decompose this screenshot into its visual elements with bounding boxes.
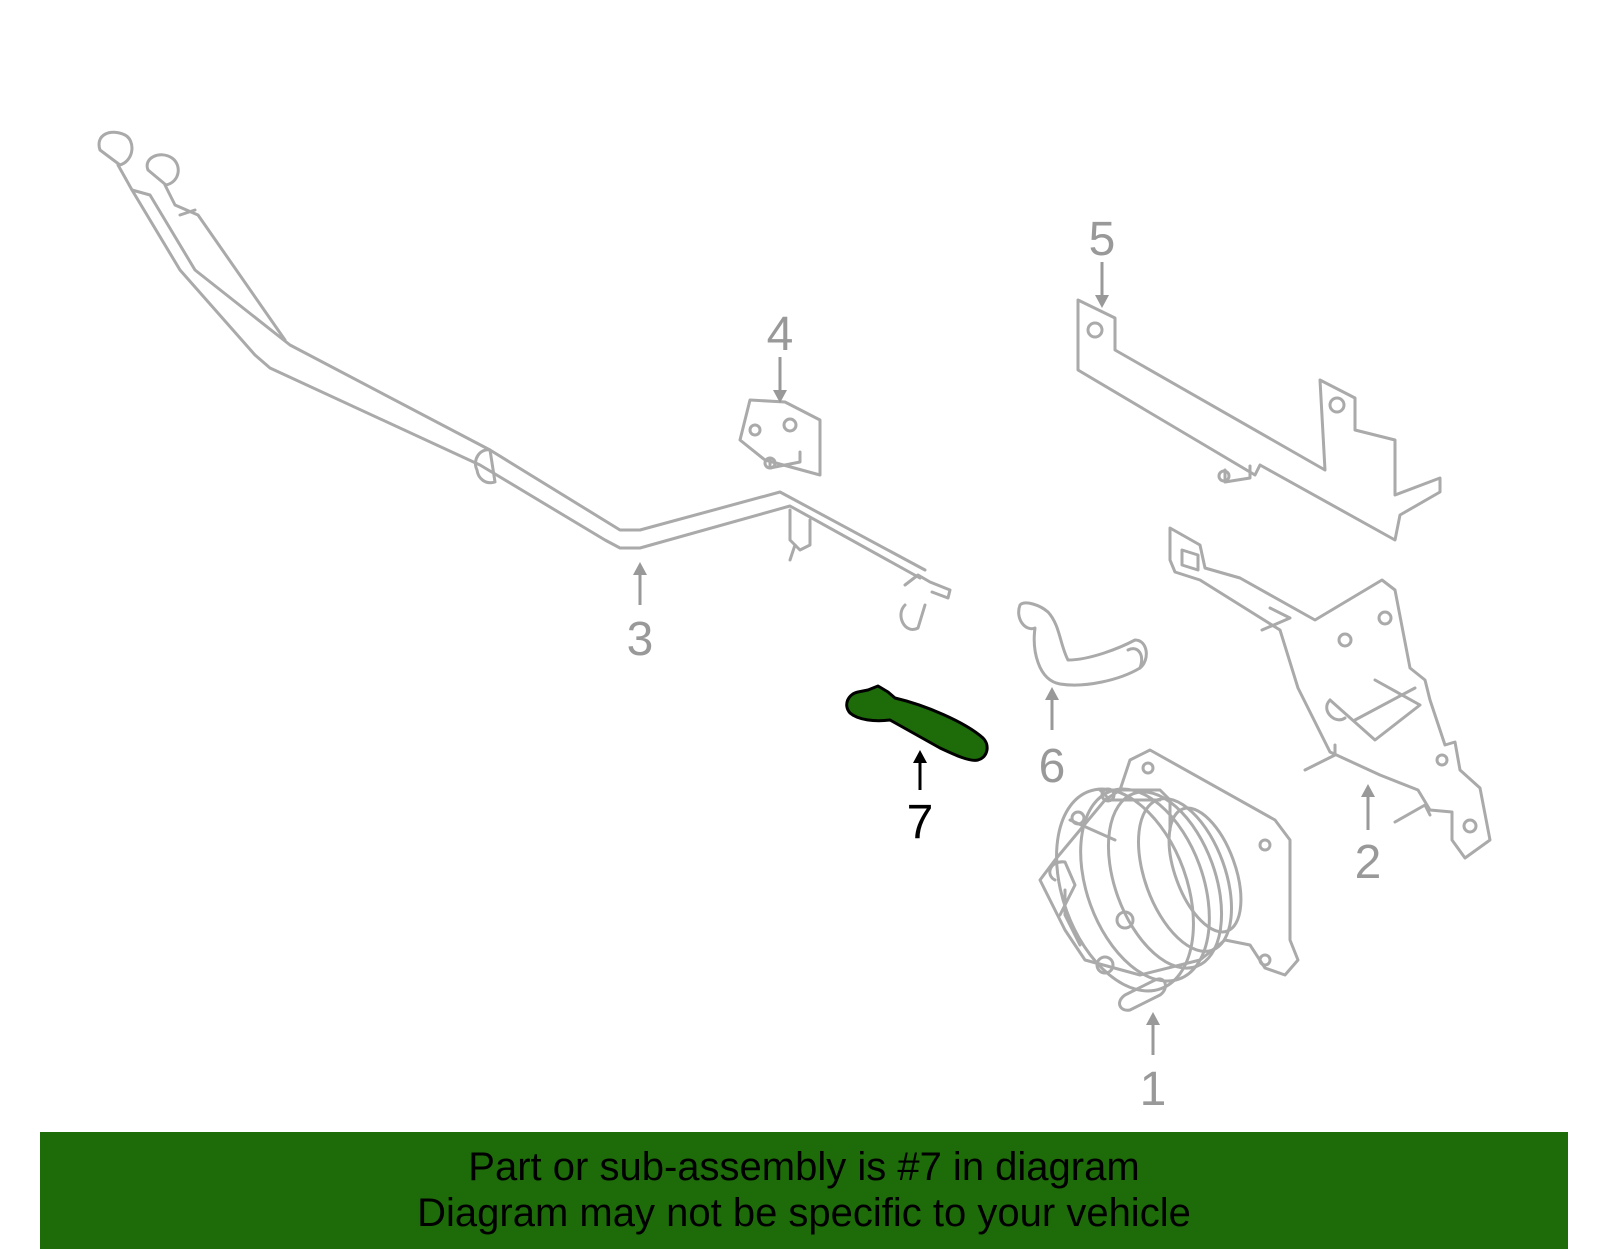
part-1-oil-cooler	[1038, 748, 1300, 1012]
svg-text:6: 6	[1039, 740, 1066, 793]
banner-line-disclaimer: Diagram may not be specific to your vehi…	[417, 1191, 1191, 1235]
callout-7[interactable]: 7	[907, 750, 934, 849]
part-3-cooler-tube	[97, 130, 952, 631]
callout-6[interactable]: 6	[1039, 687, 1066, 793]
svg-text:3: 3	[627, 613, 654, 666]
info-banner: Part or sub-assembly is #7 in diagram Di…	[40, 1132, 1568, 1249]
part-5-bracket	[1076, 298, 1442, 542]
callout-5[interactable]: 5	[1089, 213, 1116, 308]
svg-text:5: 5	[1089, 213, 1116, 266]
part-2-bracket	[1168, 526, 1492, 860]
callout-1[interactable]: 1	[1140, 1012, 1167, 1116]
part-4-bracket	[738, 398, 822, 477]
callout-2[interactable]: 2	[1355, 784, 1382, 889]
part-6-hose	[1017, 601, 1148, 687]
svg-text:2: 2	[1355, 836, 1382, 889]
svg-text:4: 4	[767, 308, 794, 361]
callout-3[interactable]: 3	[627, 562, 654, 666]
banner-line-part: Part or sub-assembly is #7 in diagram	[468, 1145, 1140, 1189]
callout-4[interactable]: 4	[767, 308, 794, 403]
svg-text:7: 7	[907, 796, 934, 849]
svg-text:1: 1	[1140, 1063, 1167, 1116]
part-7-hose[interactable]	[845, 684, 989, 762]
